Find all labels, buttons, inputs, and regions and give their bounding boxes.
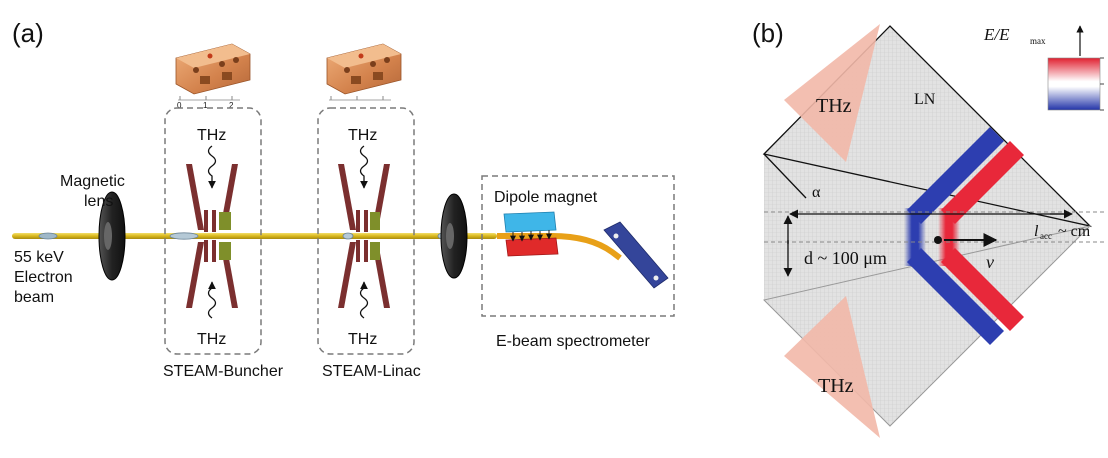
linac-structure <box>338 164 390 308</box>
linac-thz-top: THz <box>348 127 377 144</box>
spectrometer-box <box>481 175 675 317</box>
colorbar-title: E/E <box>983 25 1010 44</box>
panel-a-label: (a) <box>12 18 44 48</box>
deflected-beam <box>497 233 622 261</box>
buncher-thz-top: THz <box>197 127 226 144</box>
lacc-l: l <box>1034 223 1039 240</box>
linac-thz-bottom: THz <box>348 331 377 348</box>
lacc-rest: ~ cm <box>1058 223 1091 240</box>
buncher-thz-wave-bottom <box>207 281 217 319</box>
ln-label: LN <box>914 91 936 108</box>
linac-label: STEAM-Linac <box>322 363 421 380</box>
electron-dot <box>934 236 942 244</box>
dipole-magnet-label: Dipole magnet <box>494 189 598 206</box>
linac-ruler <box>329 96 391 101</box>
thz-pulse-bottom <box>784 296 880 438</box>
magnetic-lens-2 <box>440 193 468 279</box>
velocity-label: v <box>986 252 994 272</box>
buncher-ruler: 0 1 2 <box>177 96 240 110</box>
beam-type-label: Electron <box>14 269 73 286</box>
crystal-face-top <box>763 153 807 199</box>
magnetic-lens-label-1: Magnetic <box>60 173 125 190</box>
colorbar-subscript: max <box>1030 36 1046 46</box>
thz-label-top: THz <box>816 95 852 117</box>
buncher-thz-wave-top <box>207 145 217 189</box>
buncher-device-photo <box>175 43 251 95</box>
ruler-tick-0: 0 <box>177 101 182 110</box>
linac-thz-wave-bottom <box>359 281 369 319</box>
colorbar: E/E max <box>983 25 1104 111</box>
linac-thz-wave-top <box>359 145 369 189</box>
panel-b-label: (b) <box>752 18 784 48</box>
buncher-structure <box>186 164 238 308</box>
magnetic-lens-1 <box>98 191 126 281</box>
beam-word-label: beam <box>14 289 54 306</box>
spectrometer-screen <box>603 221 669 289</box>
beam-bunch-3 <box>342 232 354 240</box>
thz-label-bottom: THz <box>818 375 854 397</box>
field-band-blue <box>904 127 1004 345</box>
ruler-tick-1: 1 <box>203 101 208 110</box>
alpha-label: α <box>812 184 821 201</box>
linac-box <box>317 107 415 355</box>
linac-device-photo <box>326 43 402 95</box>
electron-beam-line <box>12 233 497 239</box>
d-label: d ~ 100 μm <box>804 248 887 268</box>
panel-a: (a) 55 keV Electron beam Magnetic lens <box>12 18 675 380</box>
dipole-magnet <box>503 211 559 257</box>
beam-bunch-1 <box>38 232 58 240</box>
spectrometer-label: E-beam spectrometer <box>496 333 651 350</box>
beam-energy-label: 55 keV <box>14 249 64 266</box>
field-band-red <box>938 141 1024 331</box>
buncher-thz-bottom: THz <box>197 331 226 348</box>
panel-b: (b) THz THz α LN l acc <box>752 18 1104 438</box>
buncher-box <box>164 107 262 355</box>
thz-pulse-top <box>784 24 880 162</box>
buncher-label: STEAM-Buncher <box>163 363 284 380</box>
ruler-tick-2: 2 <box>229 101 234 110</box>
magnetic-lens-label-2: lens <box>84 193 113 210</box>
beam-bunch-2 <box>169 232 199 240</box>
lacc-sub: acc <box>1040 231 1052 241</box>
